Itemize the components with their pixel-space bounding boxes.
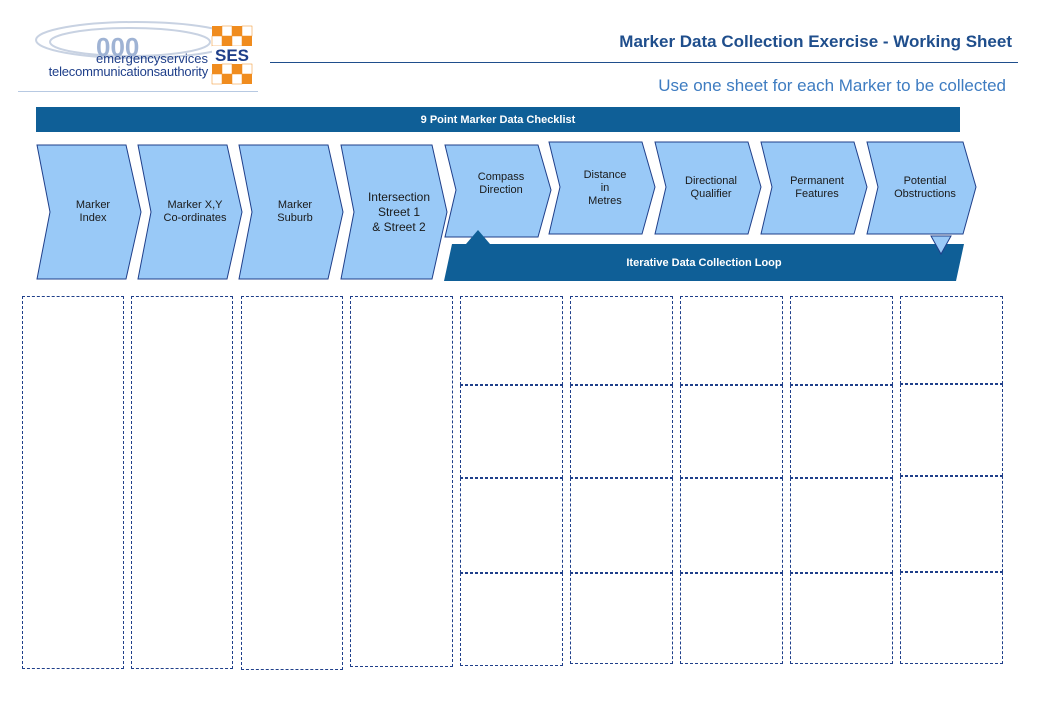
step-label: Distance in Metres [583, 168, 627, 207]
step-permanent-features: Permanent Features [760, 141, 868, 235]
chevron-shape [866, 141, 977, 235]
potential-obstructions-cell[interactable] [900, 476, 1003, 572]
potential-obstructions-cell[interactable] [900, 384, 1003, 476]
ses-logo: SES [211, 25, 253, 85]
distance-cell[interactable] [570, 385, 673, 478]
permanent-features-cell[interactable] [790, 296, 893, 385]
step-marker-xy: Marker X,Y Co-ordinates [137, 144, 243, 280]
chevron-shape [238, 144, 344, 280]
permanent-features-cell[interactable] [790, 573, 893, 664]
esta-logo: 000 SES [18, 18, 258, 94]
marker-suburb-entry-box[interactable] [241, 296, 343, 670]
page-subtitle: Use one sheet for each Marker to be coll… [658, 76, 1006, 95]
step-intersection: Intersection Street 1 & Street 2 [340, 144, 448, 280]
step-label: Marker Suburb [277, 199, 313, 224]
step-potential-obstructions: Potential Obstructions [866, 141, 978, 235]
ses-logo-text: SES [215, 46, 249, 65]
step-label: Directional Qualifier [685, 175, 737, 200]
chevron-shape [444, 144, 552, 238]
distance-cell[interactable] [570, 478, 673, 573]
loop-label: Iterative Data Collection Loop [626, 256, 782, 269]
step-compass-direction: Compass Direction [444, 144, 552, 238]
compass-direction-cell[interactable] [460, 573, 563, 666]
step-label: Intersection Street 1 & Street 2 [367, 189, 431, 234]
marker-xy-entry-box[interactable] [131, 296, 233, 669]
page-title: Marker Data Collection Exercise - Workin… [619, 32, 1012, 51]
permanent-features-cell[interactable] [790, 385, 893, 478]
chevron-shape [137, 144, 243, 280]
step-label: Marker X,Y Co-ordinates [163, 199, 227, 224]
distance-cell[interactable] [570, 296, 673, 385]
esta-line-2: telecommunicationsauthority [48, 64, 209, 79]
step-marker-index: Marker Index [36, 144, 142, 280]
potential-obstructions-cell[interactable] [900, 572, 1003, 664]
marker-index-entry-box[interactable] [22, 296, 124, 669]
step-label: Marker Index [75, 199, 111, 224]
directional-qualifier-cell[interactable] [680, 296, 783, 385]
esta-logo-graphic: 000 SES [35, 21, 253, 85]
compass-direction-cell[interactable] [460, 385, 563, 478]
compass-direction-cell[interactable] [460, 478, 563, 573]
iterative-loop-band [444, 232, 964, 281]
step-marker-suburb: Marker Suburb [238, 144, 344, 280]
compass-direction-cell[interactable] [460, 296, 563, 385]
directional-qualifier-cell[interactable] [680, 573, 783, 664]
step-label: Compass Direction [477, 171, 525, 196]
step-distance: Distance in Metres [548, 141, 656, 235]
logo-divider [18, 91, 258, 92]
chevron-shape [36, 144, 142, 280]
chevron-shape [654, 141, 762, 235]
step-label: Potential Obstructions [894, 175, 956, 200]
chevron-shape [760, 141, 868, 235]
intersection-entry-box[interactable] [350, 296, 453, 667]
directional-qualifier-cell[interactable] [680, 478, 783, 573]
esta-wordmark: emergencyservices telecommunicationsauth… [18, 51, 209, 79]
loop-down-arrow-icon [930, 235, 952, 256]
distance-cell[interactable] [570, 573, 673, 664]
loop-arrow-shape [444, 232, 964, 281]
chevron-shape [548, 141, 656, 235]
step-directional-qualifier: Directional Qualifier [654, 141, 762, 235]
loop-up-arrow-icon [466, 230, 490, 244]
title-divider [270, 62, 1018, 63]
chevron-shape [340, 144, 448, 280]
esta-000-text: 000 [96, 32, 139, 62]
directional-qualifier-cell[interactable] [680, 385, 783, 478]
step-label: Permanent Features [790, 175, 844, 200]
permanent-features-cell[interactable] [790, 478, 893, 573]
potential-obstructions-cell[interactable] [900, 296, 1003, 384]
checklist-banner: 9 Point Marker Data Checklist [36, 107, 960, 132]
esta-line-1: emergencyservices [96, 51, 208, 66]
